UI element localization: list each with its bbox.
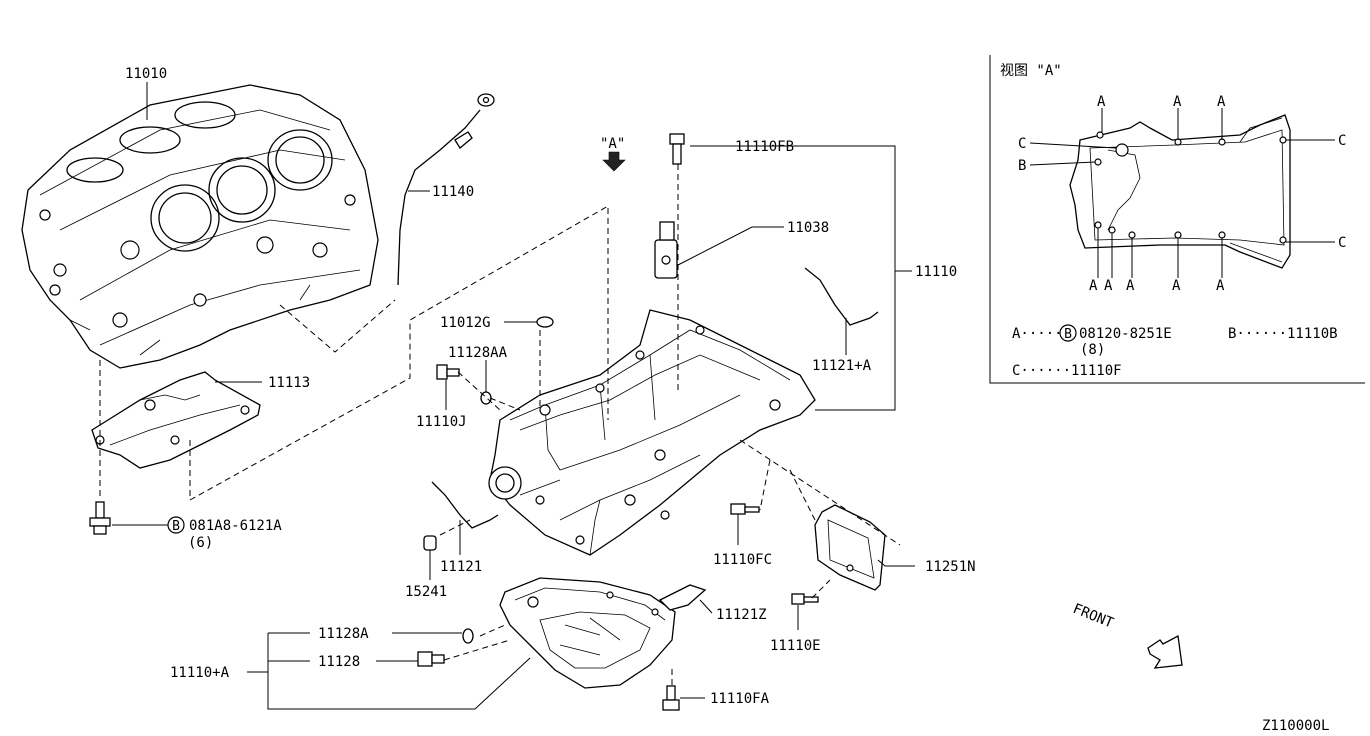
label-11128a: 11128A (318, 626, 369, 642)
inset-a-1: A (1097, 94, 1106, 110)
pipe-15241 (423, 535, 437, 551)
legend-a-qty: (8) (1080, 342, 1105, 358)
legend-b: B······11110B (1228, 326, 1338, 342)
legend-circled-b: B (1064, 327, 1072, 342)
inset-a-4: A (1089, 278, 1098, 294)
part-labels: 11010 11140 11113 081A8-6121A (6) 11110F… (125, 66, 1329, 734)
cylinder-block (21, 84, 379, 369)
inset-c-1: C (1018, 136, 1026, 152)
legend-a-part: 08120-8251E (1079, 326, 1172, 342)
inset-a-5: A (1104, 278, 1113, 294)
label-11121a: 11121+A (812, 358, 872, 374)
cover-11251n (814, 504, 886, 591)
inset-c-2: C (1338, 133, 1346, 149)
inset-a-6: A (1126, 278, 1135, 294)
leader-lines (112, 82, 915, 710)
bracket-11121 (431, 481, 499, 529)
label-081a8: 081A8-6121A (189, 518, 282, 534)
label-11113: 11113 (268, 375, 310, 391)
diagram-code: Z110000L (1262, 718, 1329, 734)
label-081a8-qty: (6) (188, 535, 213, 551)
label-11110e: 11110E (770, 638, 821, 654)
legend-a: A······ (1012, 326, 1071, 342)
bracket-11121z (658, 584, 707, 611)
circled-b-icon: B (1059, 324, 1077, 342)
label-11110j: 11110J (416, 414, 467, 430)
part-11038 (654, 221, 678, 279)
label-11251n: 11251N (925, 559, 976, 575)
label-front: FRONT (1071, 601, 1117, 632)
inset-a-7: A (1172, 278, 1181, 294)
upper-oil-pan (488, 309, 816, 556)
bolt-11110e (791, 593, 819, 605)
oil-level-gauge (397, 93, 495, 286)
inset-a-2: A (1173, 94, 1182, 110)
baffle-plate (91, 371, 261, 469)
bolt-11110fc (730, 503, 760, 515)
label-11038: 11038 (787, 220, 829, 236)
inset-b-1: B (1018, 158, 1026, 174)
label-11128aa: 11128AA (448, 345, 508, 361)
legend-c: C······11110F (1012, 363, 1122, 379)
view-a-arrow-icon (602, 151, 626, 172)
bracket-11121a (804, 267, 879, 326)
label-11110fc: 11110FC (713, 552, 772, 568)
label-11110: 11110 (915, 264, 957, 280)
front-arrow-icon (1147, 634, 1183, 669)
bolt-11110fa (662, 685, 680, 711)
label-11012g: 11012G (440, 315, 491, 331)
inset-view-a: 视图 "A" A A A C B C (989, 55, 1365, 384)
washer-11128a (462, 628, 474, 644)
label-11110fa: 11110FA (710, 691, 770, 707)
inset-c-3: C (1338, 235, 1346, 251)
bolt-11110j (436, 364, 460, 380)
label-15241: 15241 (405, 584, 447, 600)
drain-plug-11128 (417, 651, 445, 667)
label-11128: 11128 (318, 654, 360, 670)
circled-b-letter: B (172, 519, 180, 534)
inset-title: 视图 "A" (1000, 63, 1062, 79)
label-11121: 11121 (440, 559, 482, 575)
assembly-lines (99, 164, 901, 685)
label-view-a: "A" (600, 136, 625, 152)
bolt-11110fb (669, 133, 685, 165)
circled-b-icon: B (167, 516, 185, 534)
label-11110a: 11110+A (170, 665, 230, 681)
lower-oil-pan (499, 577, 676, 689)
label-11121z: 11121Z (716, 607, 767, 623)
label-11140: 11140 (432, 184, 474, 200)
inset-a-3: A (1217, 94, 1226, 110)
bolt-081a8 (89, 501, 111, 535)
plug-11012g (536, 316, 554, 328)
label-11110fb: 11110FB (735, 139, 794, 155)
inset-a-8: A (1216, 278, 1225, 294)
label-11010: 11010 (125, 66, 167, 82)
